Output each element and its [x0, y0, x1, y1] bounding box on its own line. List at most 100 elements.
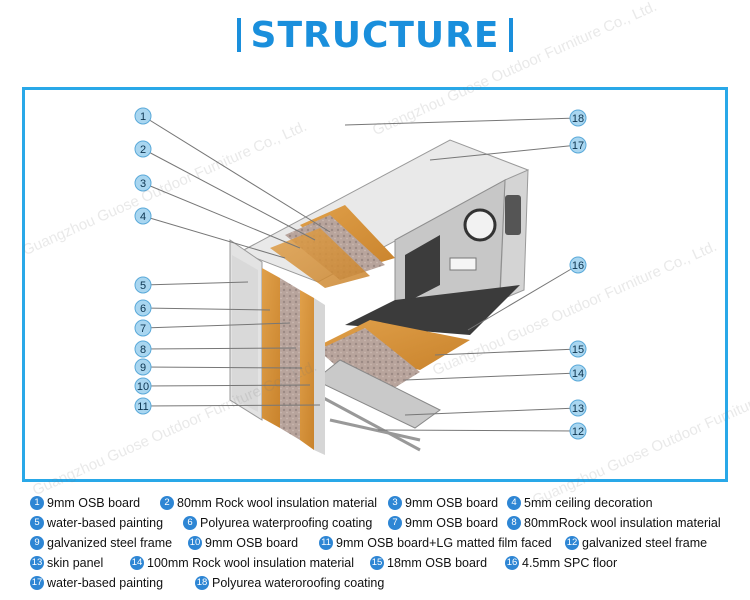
callout-number: 9 [140, 362, 146, 374]
legend-label: 9mm OSB board [205, 536, 299, 550]
callout-line [377, 429, 579, 432]
callout-marker-2: 2 [134, 140, 316, 241]
ceiling-osb-bottom [270, 228, 370, 288]
callout-marker-11: 11 [134, 397, 321, 415]
callout-number: 17 [572, 140, 584, 152]
floor-insulation [318, 328, 420, 400]
callout-marker-6: 6 [134, 299, 271, 317]
callout-badge [569, 136, 587, 154]
legend-number-badge: 18 [195, 576, 209, 590]
callout-number: 12 [572, 426, 584, 438]
callout-badge [569, 340, 587, 358]
bathroom-tile-wall [405, 235, 440, 303]
legend-number-badge: 6 [183, 516, 197, 530]
callout-number: 2 [140, 144, 146, 156]
callout-marker-16: 16 [467, 256, 587, 331]
callout-line [142, 148, 316, 241]
callout-number: 11 [137, 401, 148, 413]
callout-badge [134, 299, 152, 317]
callout-number: 6 [140, 303, 146, 315]
legend-label: 9mm OSB board [47, 496, 141, 510]
title-bar-right [509, 18, 514, 52]
callout-badge [569, 109, 587, 127]
legend-number-badge: 9 [30, 536, 44, 550]
callout-marker-10: 10 [134, 377, 311, 395]
legend-number-badge: 11 [319, 536, 333, 550]
legend-number-badge: 12 [565, 536, 579, 550]
callout-marker-13: 13 [404, 399, 587, 417]
callout-number: 8 [140, 344, 146, 356]
wall-unit [505, 195, 521, 235]
legend-number-badge: 16 [505, 556, 519, 570]
callout-marker-3: 3 [134, 174, 301, 249]
callout-number: 14 [572, 368, 584, 380]
legend-label: skin panel [47, 556, 104, 570]
legend-number-badge: 7 [388, 516, 402, 530]
callout-line [404, 407, 579, 416]
legend-number-badge: 15 [370, 556, 384, 570]
legend-label: galvanized steel frame [582, 536, 708, 550]
callout-number: 3 [140, 178, 146, 190]
legend-label: 4.5mm SPC floor [522, 556, 618, 570]
callout-badge [134, 377, 152, 395]
legend-label: 80mm Rock wool insulation material [177, 496, 378, 510]
callout-badge [134, 397, 152, 415]
callout-line [142, 215, 286, 259]
container-front-skin [232, 255, 258, 412]
callout-line [142, 322, 291, 329]
callout-number: 4 [140, 211, 146, 223]
legend-number-badge: 10 [188, 536, 202, 550]
callout-marker-8: 8 [134, 340, 297, 358]
callout-marker-9: 9 [134, 358, 303, 376]
mirror [463, 208, 497, 242]
callout-badge [569, 256, 587, 274]
callout-line [344, 117, 579, 126]
callout-number: 7 [140, 323, 146, 335]
callout-line [142, 404, 321, 407]
floor-steel-frame [314, 359, 441, 429]
legend-number-badge: 14 [130, 556, 144, 570]
legend-label: Polyurea waterproofing coating [200, 516, 373, 530]
frame-beam [317, 393, 421, 452]
legend-label: 9mm OSB board [405, 516, 499, 530]
callout-line [429, 144, 579, 161]
callout-line [404, 372, 579, 381]
callout-line [142, 366, 303, 369]
callout-marker-18: 18 [344, 109, 587, 127]
callout-marker-17: 17 [429, 136, 587, 161]
callout-badge [134, 276, 152, 294]
callout-line [142, 182, 301, 249]
callout-number: 15 [572, 344, 584, 356]
callout-badge [134, 340, 152, 358]
callout-number: 13 [572, 403, 584, 415]
callout-marker-1: 1 [134, 107, 331, 233]
callout-badge [134, 107, 152, 125]
callout-line [434, 348, 579, 356]
wall-osb-inner [300, 290, 314, 450]
callout-marker-4: 4 [134, 207, 286, 259]
legend-label: water-based painting [47, 516, 164, 530]
callout-marker-12: 12 [377, 422, 587, 440]
callout-badge [134, 140, 152, 158]
legend-number-badge: 17 [30, 576, 44, 590]
